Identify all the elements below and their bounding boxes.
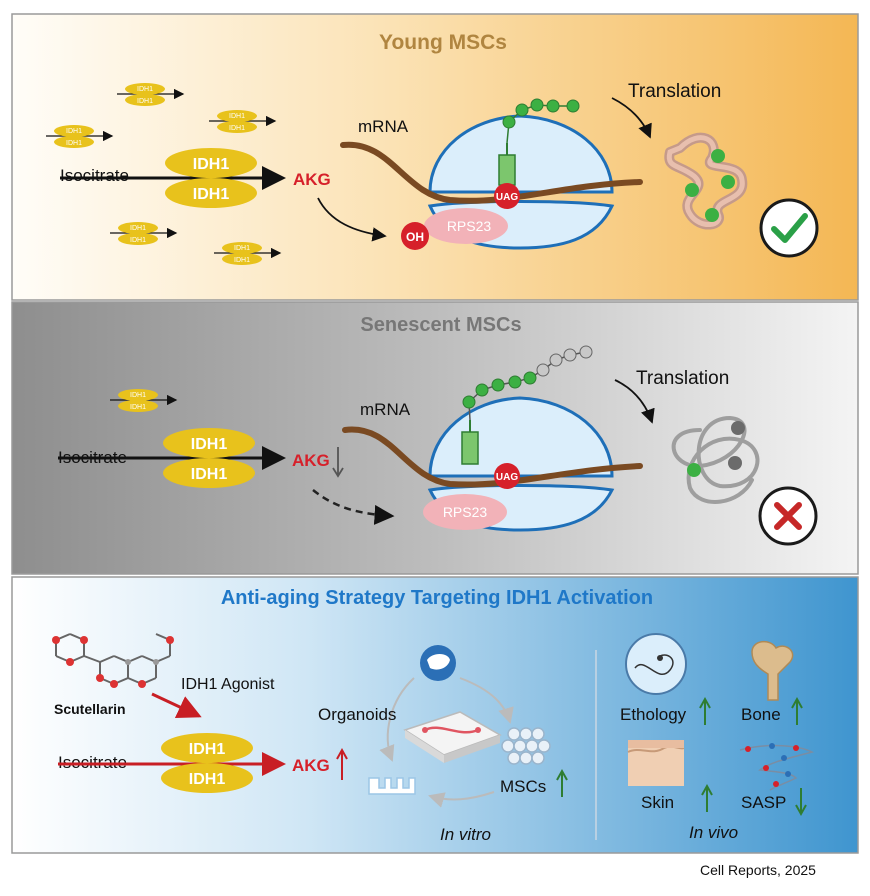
down-arrow-icon	[332, 447, 344, 478]
svg-text:IDH1: IDH1	[130, 237, 146, 244]
scutellarin-label: Scutellarin	[54, 701, 126, 717]
rps23-protein	[423, 494, 507, 530]
small-idh1-enzymes: IDH1 IDH1 IDH1 IDH1 IDH1 IDH1 IDH1 IDH1	[46, 83, 282, 265]
trna	[498, 154, 516, 186]
hydroxyl-group	[401, 222, 429, 250]
trna	[461, 431, 479, 465]
idh1-enzyme	[161, 763, 253, 793]
small-idh1-icon: IDH1 IDH1	[110, 389, 178, 412]
uag-codon	[494, 463, 520, 489]
isocitrate-label: Isocitrate	[60, 166, 129, 185]
rps23-protein	[424, 208, 508, 244]
up-arrow-icon	[701, 783, 713, 812]
idh1-enzyme	[163, 458, 255, 488]
panel-strategy: Anti-aging Strategy Targeting IDH1 Activ…	[11, 576, 859, 854]
svg-text:IDH1: IDH1	[234, 257, 250, 264]
idh1-enzyme	[163, 428, 255, 458]
skin-label: Skin	[641, 793, 674, 812]
ribosome: mRNA UAG RPS23	[342, 345, 643, 532]
bone-icon	[751, 640, 794, 701]
folded-protein	[664, 132, 748, 230]
idh1-label: IDH1	[189, 741, 226, 758]
ethology-label: Ethology	[620, 705, 687, 724]
svg-text:RPS23: RPS23	[443, 504, 488, 520]
svg-text:IDH1: IDH1	[130, 404, 146, 411]
intestine-villi-icon	[368, 777, 416, 795]
translation-arrow	[614, 379, 655, 424]
idh1-label: IDH1	[189, 771, 226, 788]
scutellarin-molecule-icon	[52, 633, 174, 688]
svg-text:RPS23: RPS23	[447, 218, 492, 234]
mrna-label: mRNA	[360, 400, 411, 419]
in-vitro-label: In vitro	[440, 825, 491, 844]
translation-label: Translation	[628, 81, 721, 102]
skin-icon	[627, 740, 685, 786]
panel-senescent: Senescent MSCs IDH1 IDH1 Isocitrate IDH1…	[11, 301, 859, 575]
cross-icon	[758, 486, 818, 546]
mrna-strand	[340, 141, 643, 204]
young-title: Young MSCs	[379, 31, 507, 54]
svg-text:IDH1: IDH1	[66, 128, 82, 135]
small-idh1-icon: IDH1 IDH1	[46, 125, 114, 148]
idh1-label: IDH1	[191, 436, 228, 453]
svg-text:UAG: UAG	[496, 192, 518, 203]
ribosome: mRNA UAG RPS23 OH	[340, 98, 643, 250]
svg-text:IDH1: IDH1	[234, 245, 250, 252]
sasp-icon	[739, 743, 815, 791]
svg-text:OH: OH	[406, 230, 424, 244]
in-vitro-cycle	[368, 645, 551, 808]
citation-footer: Cell Reports, 2025	[700, 862, 816, 878]
idh1-label: IDH1	[191, 466, 228, 483]
svg-text:IDH1: IDH1	[229, 125, 245, 132]
akg-to-rps23-arrow	[317, 197, 387, 242]
mscs-label: MSCs	[500, 777, 546, 796]
small-idh1-icon: IDH1 IDH1	[209, 110, 277, 133]
svg-text:IDH1: IDH1	[130, 225, 146, 232]
akg-label: AKG	[292, 451, 330, 470]
svg-text:IDH1: IDH1	[137, 98, 153, 105]
idh1-enzyme	[165, 148, 257, 178]
translation-arrow	[611, 97, 652, 139]
up-arrow-icon	[791, 696, 803, 725]
liver-icon	[420, 645, 456, 681]
msc-cells-icon	[501, 727, 551, 765]
uag-codon	[494, 183, 520, 209]
bone-label: Bone	[741, 705, 781, 724]
idh1-enzyme	[161, 733, 253, 763]
agonist-label: IDH1 Agonist	[181, 676, 275, 693]
strategy-title: Anti-aging Strategy Targeting IDH1 Activ…	[221, 587, 653, 609]
organoids-label: Organoids	[318, 705, 396, 724]
mrna-label: mRNA	[358, 117, 409, 136]
senescent-title: Senescent MSCs	[360, 314, 521, 336]
panel-young: Young MSCs IDH1 IDH1 IDH1 IDH1 IDH1 IDH1	[11, 13, 859, 301]
mrna-strand	[342, 426, 643, 488]
misfolded-protein	[671, 415, 760, 504]
up-arrow-icon	[556, 768, 568, 797]
translation-label: Translation	[636, 368, 729, 389]
idh1-enzyme	[165, 178, 257, 208]
down-arrow-icon	[795, 788, 807, 817]
organ-chip-icon	[403, 711, 502, 763]
svg-text:IDH1: IDH1	[130, 392, 146, 399]
svg-text:UAG: UAG	[496, 472, 518, 483]
agonist-arrow	[151, 692, 202, 718]
idh1-label: IDH1	[193, 156, 230, 173]
up-arrow-icon	[699, 696, 711, 725]
akg-label: AKG	[293, 170, 331, 189]
idh1-label: IDH1	[193, 186, 230, 203]
akg-label: AKG	[292, 756, 330, 775]
small-idh1-icon: IDH1 IDH1	[110, 222, 178, 245]
sasp-label: SASP	[741, 793, 786, 812]
ethology-icon	[625, 633, 687, 695]
small-idh1-icon: IDH1 IDH1	[214, 242, 282, 265]
svg-text:IDH1: IDH1	[137, 86, 153, 93]
svg-text:IDH1: IDH1	[66, 140, 82, 147]
check-icon	[759, 198, 819, 258]
up-arrow-icon	[336, 747, 348, 780]
dashed-akg-arrow	[312, 489, 395, 525]
small-idh1-icon: IDH1 IDH1	[117, 83, 185, 106]
svg-text:IDH1: IDH1	[229, 113, 245, 120]
in-vivo-label: In vivo	[689, 823, 738, 842]
